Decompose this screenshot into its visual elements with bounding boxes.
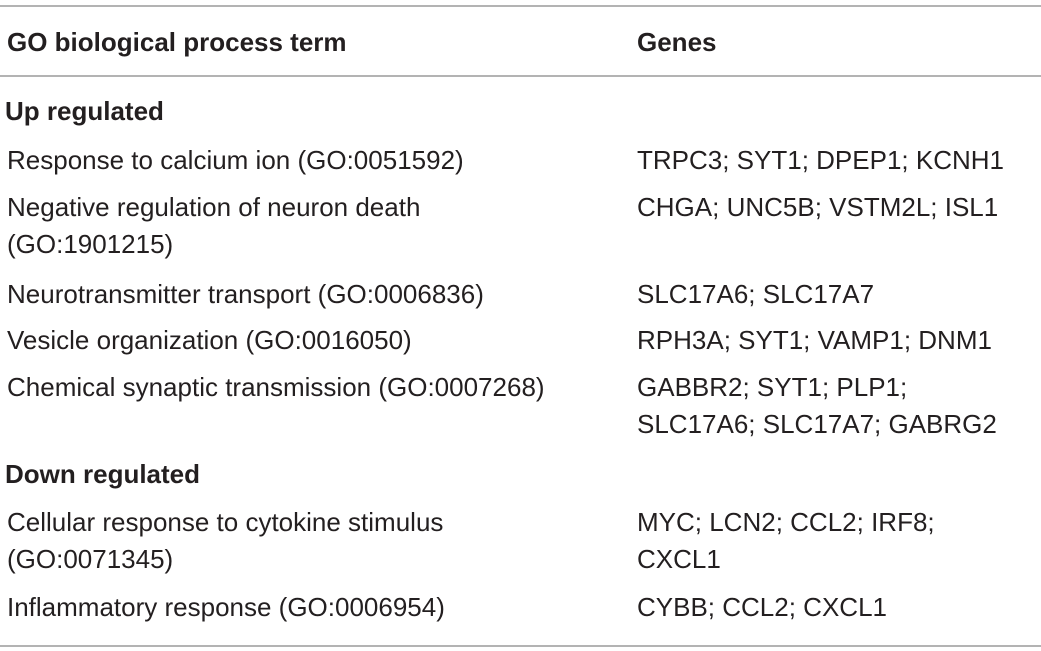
genes-cell: TRPC3; SYT1; DPEP1; KCNH1: [637, 145, 1004, 175]
genes-line: SLC17A6; SLC17A7; GABRG2: [637, 409, 997, 439]
header-genes: Genes: [637, 27, 717, 57]
section-title-up-regulated: Up regulated: [5, 96, 164, 126]
genes-line: CXCL1: [637, 544, 721, 574]
term-cell: Vesicle organization (GO:0016050): [7, 325, 412, 355]
genes-line: GABBR2; SYT1; PLP1;: [637, 372, 908, 402]
term-cell: Chemical synaptic transmission (GO:00072…: [7, 372, 545, 402]
genes-cell: RPH3A; SYT1; VAMP1; DNM1: [637, 325, 992, 355]
term-cell: Neurotransmitter transport (GO:0006836): [7, 279, 484, 309]
genes-line: MYC; LCN2; CCL2; IRF8;: [637, 507, 935, 537]
genes-cell: GABBR2; SYT1; PLP1; SLC17A6; SLC17A7; GA…: [637, 369, 997, 443]
genes-cell: CYBB; CCL2; CXCL1: [637, 592, 887, 622]
header-rule: [0, 75, 1041, 77]
term-line: (GO:1901215): [7, 229, 174, 259]
genes-cell: SLC17A6; SLC17A7: [637, 279, 875, 309]
genes-cell: CHGA; UNC5B; VSTM2L; ISL1: [637, 192, 999, 222]
term-cell: Inflammatory response (GO:0006954): [7, 592, 445, 622]
term-cell: Cellular response to cytokine stimulus (…: [7, 504, 443, 578]
term-cell: Response to calcium ion (GO:0051592): [7, 145, 464, 175]
section-title-down-regulated: Down regulated: [5, 459, 201, 489]
table-top-rule: [0, 5, 1041, 7]
genes-cell: MYC; LCN2; CCL2; IRF8; CXCL1: [637, 504, 935, 578]
term-line: Cellular response to cytokine stimulus: [7, 507, 444, 537]
term-line: (GO:0071345): [7, 544, 174, 574]
term-line: Negative regulation of neuron death: [7, 192, 421, 222]
table-bottom-rule: [0, 645, 1041, 647]
term-cell: Negative regulation of neuron death (GO:…: [7, 189, 420, 263]
header-term: GO biological process term: [7, 27, 347, 57]
